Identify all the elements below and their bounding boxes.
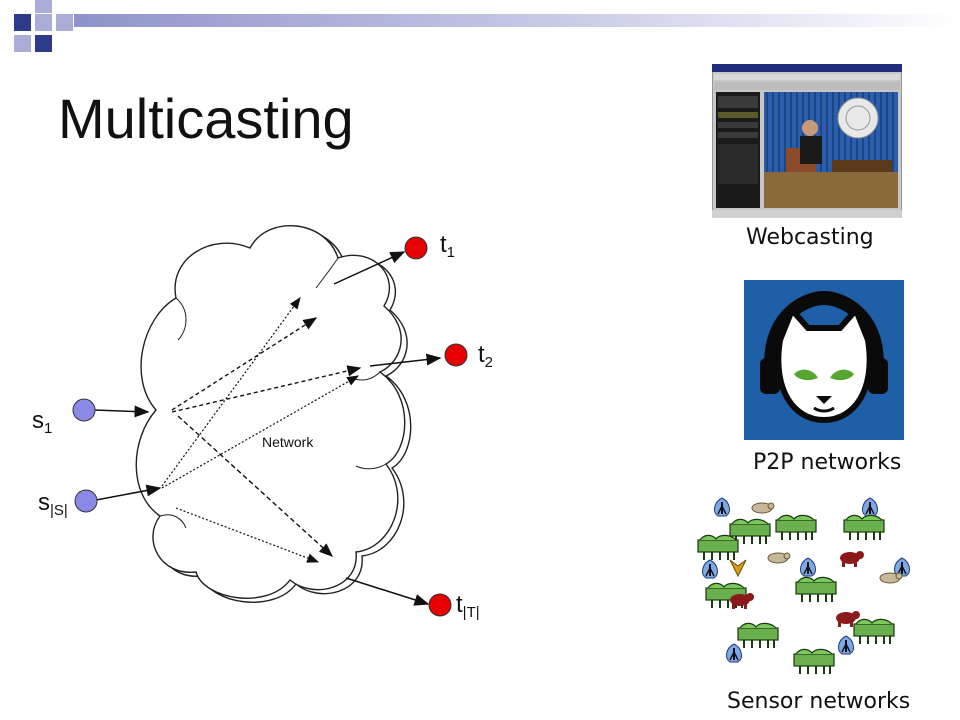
header-decoration <box>14 0 960 52</box>
napster-cat-logo-icon <box>744 280 904 440</box>
sink-node-t1 <box>404 236 428 260</box>
flow-sS-t2 <box>161 375 360 489</box>
sink-node-tT <box>428 593 452 617</box>
source-node-s1 <box>72 398 96 422</box>
slide-title: Multicasting <box>58 87 354 150</box>
flow-s1-t1 <box>171 317 318 411</box>
source-node-sS <box>74 489 98 513</box>
edge-tT-out <box>345 577 430 606</box>
edge-sS-in <box>95 484 162 501</box>
source-label-sS: s|S| <box>38 489 68 519</box>
webcast-screenshot-icon <box>712 64 902 218</box>
flow-sS-tT <box>175 507 320 563</box>
flow-sS-t1 <box>161 297 301 487</box>
sink-label-tT: t|T| <box>456 591 480 621</box>
edge-s1-in <box>93 405 150 418</box>
edge-t1-out <box>333 251 406 285</box>
network-label: Network <box>262 434 314 450</box>
sensor-field-illustration-icon <box>697 497 911 675</box>
caption-webcasting: Webcasting <box>746 225 874 250</box>
edge-t2-out <box>369 353 442 367</box>
sink-node-t2 <box>444 343 468 367</box>
flow-s1-tT <box>177 415 334 557</box>
caption-sensor: Sensor networks <box>727 689 911 714</box>
network-cloud <box>135 225 406 599</box>
sink-label-t1: t1 <box>440 231 455 261</box>
sink-label-t2: t2 <box>478 341 493 371</box>
caption-p2p: P2P networks <box>753 450 902 475</box>
source-label-s1: s1 <box>32 407 52 437</box>
